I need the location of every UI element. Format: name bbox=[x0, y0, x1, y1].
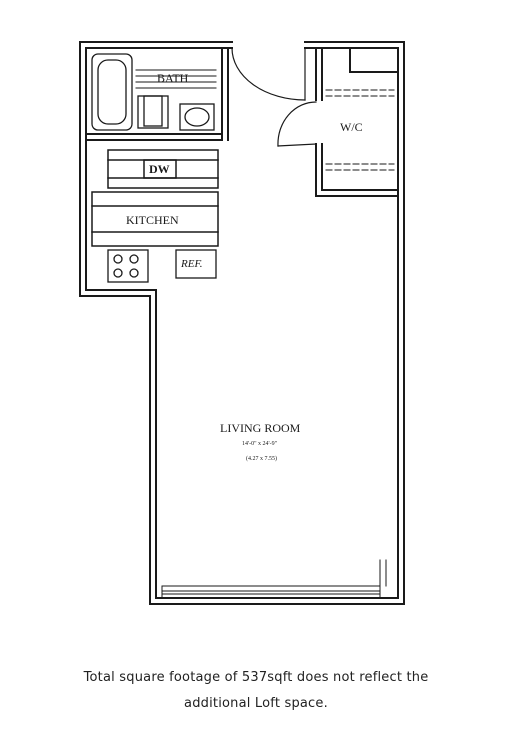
kitchen-counter-upper bbox=[107, 149, 219, 189]
closet-label: W/C bbox=[340, 120, 363, 134]
closet-walls bbox=[315, 47, 399, 197]
sink bbox=[179, 103, 215, 131]
refrigerator-box bbox=[175, 249, 217, 279]
bathtub bbox=[91, 53, 133, 131]
toilet bbox=[137, 95, 169, 129]
living-room-label: LIVING ROOM bbox=[220, 421, 301, 435]
kitchen-counter-lower bbox=[91, 191, 219, 247]
closet-door bbox=[277, 101, 317, 147]
window bbox=[161, 559, 387, 599]
stove bbox=[107, 249, 149, 283]
dishwasher-label: DW bbox=[149, 162, 170, 176]
bath-walls bbox=[85, 47, 229, 141]
bath-label: BATH bbox=[157, 71, 189, 85]
caption-line-2: additional Loft space. bbox=[184, 696, 328, 711]
kitchen-label: KITCHEN bbox=[126, 213, 179, 227]
living-room-dims-metric: (4.27 x 7.55) bbox=[246, 455, 277, 462]
floor-plan: BATH W/C DW KITCHEN REF. LIVING ROOM 14'… bbox=[79, 41, 405, 605]
closet-rods bbox=[325, 89, 395, 171]
refrigerator-label: REF. bbox=[180, 258, 203, 270]
entry-door bbox=[231, 47, 306, 101]
living-room-dims-imperial: 14'-0" x 24'-9" bbox=[242, 441, 278, 447]
bath-stripes bbox=[135, 69, 217, 89]
caption-line-1: Total square footage of 537sqft does not… bbox=[83, 670, 429, 685]
